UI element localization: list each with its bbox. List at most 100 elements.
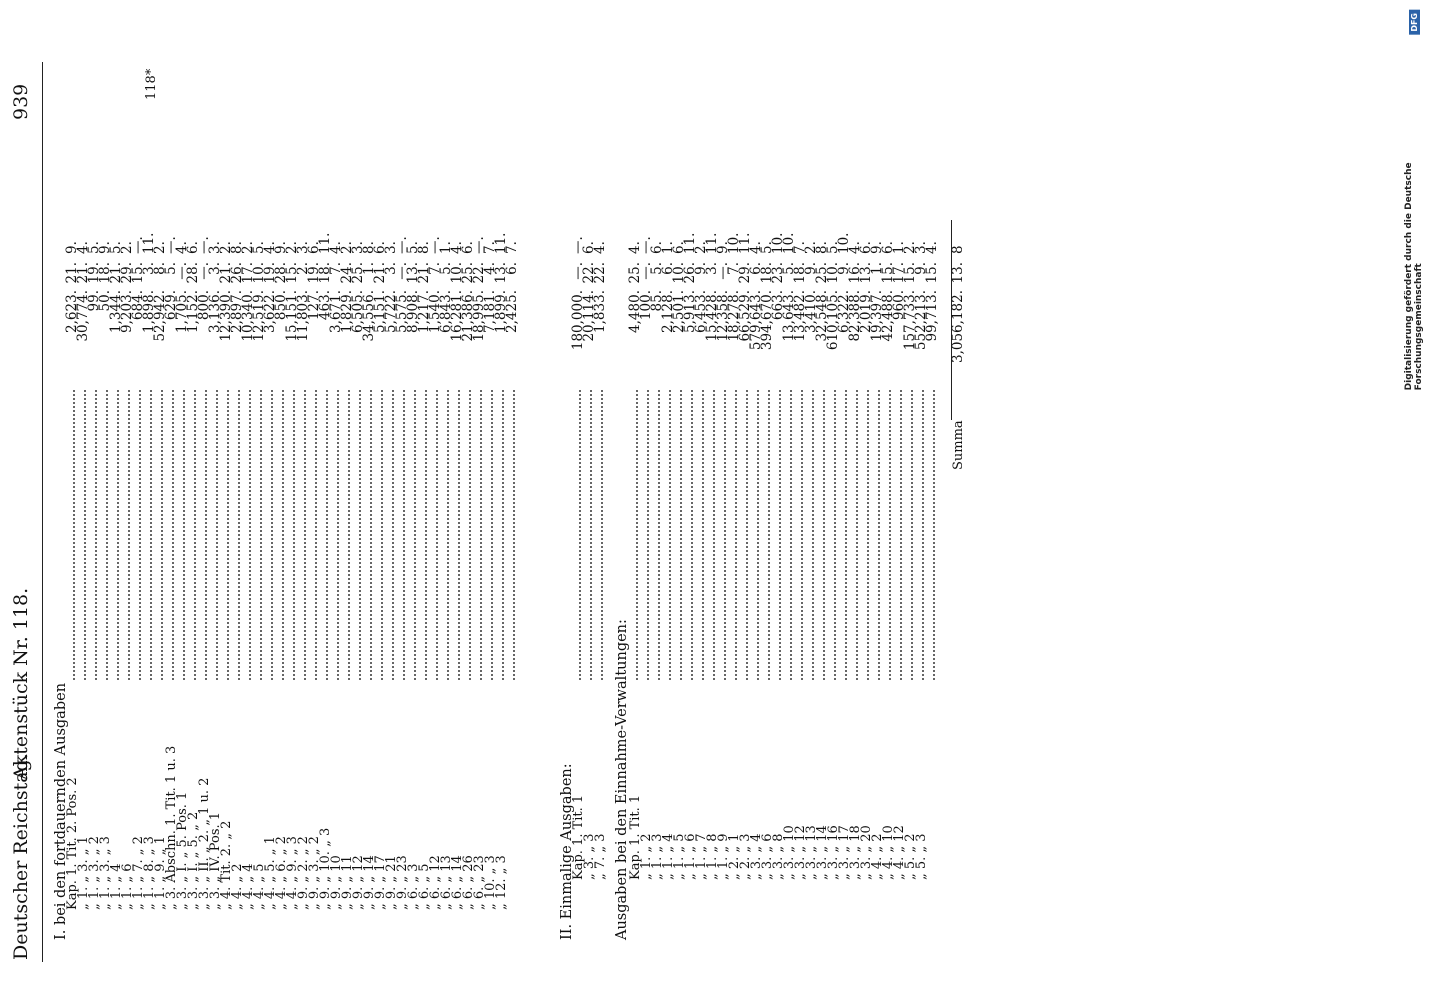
leader-dots <box>133 390 141 680</box>
leader-dots <box>122 390 130 680</box>
leader-dots <box>309 390 317 680</box>
leader-dots <box>254 390 262 680</box>
leader-dots <box>762 390 770 680</box>
leader-dots <box>221 390 229 680</box>
header-rule <box>42 62 43 962</box>
leader-dots <box>817 390 825 680</box>
leader-dots <box>375 390 383 680</box>
leader-dots <box>386 390 394 680</box>
total-shilling: 13. <box>950 262 966 284</box>
leader-dots <box>663 390 671 680</box>
leader-dots <box>883 390 891 680</box>
leader-dots <box>188 390 196 680</box>
amount-shilling: 22. <box>592 262 608 284</box>
ledger-row: 99,713.15.4. <box>924 60 940 940</box>
leader-dots <box>144 390 152 680</box>
leader-dots <box>496 390 504 680</box>
leader-dots <box>353 390 361 680</box>
leader-dots <box>751 390 759 680</box>
leader-dots <box>67 390 75 680</box>
leader-dots <box>707 390 715 680</box>
leader-dots <box>729 390 737 680</box>
total-label: Summa <box>951 420 966 470</box>
leader-dots <box>718 390 726 680</box>
row-label: „ 7. „ 3 <box>593 833 608 880</box>
leader-dots <box>452 390 460 680</box>
leader-dots <box>696 390 704 680</box>
header-title: Aktenstück Nr. 118. <box>10 587 32 780</box>
leader-dots <box>430 390 438 680</box>
leader-dots <box>331 390 339 680</box>
leader-dots <box>419 390 427 680</box>
leader-dots <box>155 390 163 680</box>
digitization-sidebar: DFG Digitalisierung gefördert durch die … <box>1404 10 1424 390</box>
leader-dots <box>166 390 174 680</box>
leader-dots <box>507 390 515 680</box>
ledger-row: 2,425.6.7. <box>504 60 520 940</box>
leader-dots <box>265 390 273 680</box>
leader-dots <box>397 390 405 680</box>
leader-dots <box>100 390 108 680</box>
leader-dots <box>320 390 328 680</box>
leader-dots <box>177 390 185 680</box>
leader-dots <box>872 390 880 680</box>
leader-dots <box>342 390 350 680</box>
leader-dots <box>485 390 493 680</box>
document-page: Deutscher Reichstag. Aktenstück Nr. 118.… <box>10 60 966 962</box>
leader-dots <box>806 390 814 680</box>
leader-dots <box>78 390 86 680</box>
leader-dots <box>916 390 924 680</box>
leader-dots <box>595 390 603 680</box>
leader-dots <box>210 390 218 680</box>
amount-penny: 4. <box>924 241 940 254</box>
amount-penny: 7. <box>504 241 520 254</box>
leader-dots <box>276 390 284 680</box>
leader-dots <box>894 390 902 680</box>
leader-dots <box>584 390 592 680</box>
dfg-logo: DFG <box>1408 10 1420 35</box>
leader-dots <box>784 390 792 680</box>
leader-dots <box>674 390 682 680</box>
leader-dots <box>89 390 97 680</box>
